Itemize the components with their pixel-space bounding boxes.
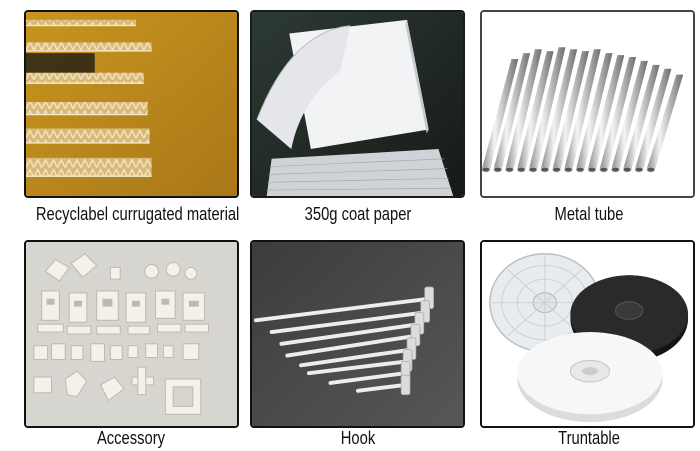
turntable-image xyxy=(480,240,695,428)
product-caption: Recyclabel currugated material xyxy=(35,204,240,224)
product-caption: 350g coat paper xyxy=(304,204,412,224)
product-caption: Truntable xyxy=(558,428,620,448)
product-caption: Accessory xyxy=(96,428,166,448)
corrugated-material-image xyxy=(24,10,239,198)
accessory-image xyxy=(24,240,239,428)
metal-tube-image xyxy=(480,10,695,198)
coat-paper-image xyxy=(250,10,465,198)
hook-image xyxy=(250,240,465,428)
product-caption: Metal tube xyxy=(554,204,624,224)
product-caption: Hook xyxy=(340,428,376,448)
